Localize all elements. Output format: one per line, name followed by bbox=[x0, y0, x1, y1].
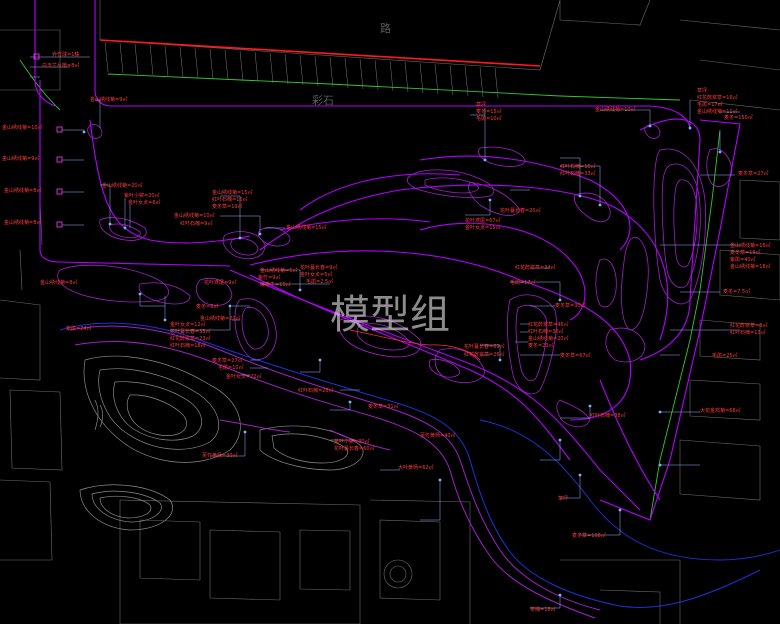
label-l12: 金山绣线菊=15㎡ bbox=[212, 189, 253, 196]
label-l36: 紫鹃=40㎡ bbox=[730, 256, 756, 263]
road-hatch bbox=[104, 41, 499, 99]
label-l77: 红叶石楠=38㎡ bbox=[590, 412, 626, 419]
label-l17: 金山绣线菊=15㎡ bbox=[286, 224, 327, 231]
label-l79: 麦冬草=108㎡ bbox=[572, 532, 606, 539]
label-l71: 红花酢浆草=26㎡ bbox=[464, 351, 505, 358]
label-l4: 金山绣线菊=10㎡ bbox=[2, 124, 43, 131]
label-l35: 麦冬草=19㎡ bbox=[730, 249, 761, 256]
label-l53: 红花酢浆草=23㎡ bbox=[170, 335, 211, 342]
label-l29: 金叶女贞=15㎡ bbox=[465, 224, 501, 231]
label-l72: 麦冬草=31㎡ bbox=[368, 403, 399, 410]
leader-points bbox=[82, 124, 722, 597]
label-l48: 麦冬=6㎡ bbox=[196, 303, 218, 310]
label-l16: 红叶石楠=9㎡ bbox=[180, 220, 212, 227]
label-l74: 花叶蔓长春=60㎡ bbox=[334, 445, 375, 452]
left-edge-markers bbox=[33, 53, 63, 228]
park-boundary bbox=[34, 0, 741, 521]
label-l73: 紫叶小檗=30㎡ bbox=[334, 438, 370, 445]
label-l63: 红花酢浆草=46㎡ bbox=[528, 321, 569, 328]
label-l7: 金山绣线菊=8㎡ bbox=[4, 219, 41, 226]
terrain-contours bbox=[79, 355, 364, 531]
water-edge-outer bbox=[479, 419, 780, 561]
label-l42: 金山绣线菊=5㎡ bbox=[260, 267, 297, 274]
label-l39: 红花酢浆草=8㎡ bbox=[730, 322, 767, 329]
leader-lines bbox=[30, 56, 740, 609]
label-l28: 花叶鸢尾=67㎡ bbox=[465, 217, 501, 224]
label-l64: 红叶石楠=36㎡ bbox=[528, 328, 564, 335]
label-l19: 草坪 bbox=[476, 101, 486, 108]
label-l13: 红叶石楠=16㎡ bbox=[212, 196, 248, 203]
label-l50: 紫鹃=24㎡ bbox=[66, 325, 92, 332]
label-l70: 花叶蔓长春=69㎡ bbox=[464, 343, 505, 350]
label-l51: 金叶女贞=12㎡ bbox=[170, 321, 206, 328]
label-l41: 毛鹃=25㎡ bbox=[712, 352, 738, 359]
label-l75: 芙竹黄杨=30㎡ bbox=[202, 452, 238, 459]
label-l6: 金山绣线菊=8㎡ bbox=[4, 187, 41, 194]
label-l58: 红叶石楠=28㎡ bbox=[298, 387, 334, 394]
planting-labels: 乔竹球=1株 白玉兰片植=8㎡ 金山绣线菊=9㎡ 金山绣线菊=10㎡ 金山绣线菊… bbox=[2, 51, 771, 613]
label-l44: 矮牵牛=15㎡ bbox=[260, 281, 291, 288]
label-l45: 花叶蔓长春=9㎡ bbox=[300, 264, 337, 271]
label-l24: 红花酢浆草=16㎡ bbox=[697, 94, 738, 101]
label-l21: 毛鹃=10㎡ bbox=[476, 115, 502, 122]
road-curb-red bbox=[99, 39, 541, 67]
label-l25: 毛鹃=17㎡ bbox=[697, 101, 723, 108]
label-l1: 乔竹球=1株 bbox=[52, 51, 79, 58]
street-label: 路 bbox=[380, 22, 391, 35]
watermark: 模型组 bbox=[330, 292, 450, 338]
label-l46: 金叶女贞=5㎡ bbox=[300, 271, 332, 278]
label-l26: 金山绣线菊=11㎡ bbox=[697, 108, 738, 115]
label-l33: 麦冬草=27㎡ bbox=[738, 170, 769, 177]
label-l76: 大叶黄杨=62㎡ bbox=[398, 464, 434, 471]
riverbank-planting bbox=[69, 325, 601, 619]
label-l47: 毛鹃=2.5㎡ bbox=[306, 278, 333, 285]
label-l49: 金山绣线菊=22㎡ bbox=[200, 315, 241, 322]
label-l54: 红叶石楠=18㎡ bbox=[170, 342, 206, 349]
label-l5: 金山绣线菊=9㎡ bbox=[2, 155, 39, 162]
label-l20: 麦冬=15㎡ bbox=[476, 108, 502, 115]
label-l60: 红花酢浆草=34㎡ bbox=[515, 264, 556, 271]
label-l15: 金山绣线菊=10㎡ bbox=[174, 212, 215, 219]
label-l11: 金叶女贞=8㎡ bbox=[128, 199, 160, 206]
label-l78: 茶梅=18㎡ bbox=[530, 606, 556, 613]
label-l56: 毛鹃=10㎡ bbox=[218, 364, 244, 371]
label-l22: 金山绣线菊=10㎡ bbox=[595, 106, 636, 113]
label-l34: 金山绣线菊=16㎡ bbox=[730, 242, 771, 249]
label-l38: 麦冬=7.5㎡ bbox=[723, 288, 750, 295]
label-l23: 草坪 bbox=[697, 87, 707, 94]
label-l27: 麦冬=150㎡ bbox=[724, 114, 753, 121]
label-l9: 金山绣线菊=20㎡ bbox=[102, 182, 143, 189]
label-l59: 大花金鸡菊=68㎡ bbox=[700, 407, 741, 414]
label-l43: 紫竹=9㎡ bbox=[258, 274, 280, 281]
water-edge bbox=[59, 322, 761, 608]
label-l14: 麦冬草=19㎡ bbox=[212, 203, 243, 210]
label-l32: 红叶石楠=33㎡ bbox=[560, 170, 596, 177]
label-l30: 花叶蔓长春=20㎡ bbox=[500, 207, 541, 214]
inner-path-red bbox=[349, 329, 481, 361]
label-l2: 白玉兰片植=8㎡ bbox=[42, 62, 79, 69]
label-l40: 红叶石楠=13㎡ bbox=[730, 329, 766, 336]
label-l10: 紫叶小檗=20㎡ bbox=[124, 192, 160, 199]
label-l69: 麦冬草=67㎡ bbox=[560, 352, 591, 359]
label-l37: 金山绣线菊=18㎡ bbox=[730, 263, 771, 270]
label-l65: 金山绣线菊=20㎡ bbox=[528, 335, 569, 342]
label-l18: 花叶鸢尾=9㎡ bbox=[204, 279, 236, 286]
label-l66: 麦冬=23㎡ bbox=[528, 342, 554, 349]
label-l31: 红叶石楠=10㎡ bbox=[560, 163, 596, 170]
stone-label: 彩石 bbox=[312, 94, 334, 107]
label-l67: 草坪 bbox=[558, 495, 568, 502]
planting-beds bbox=[57, 124, 733, 428]
label-l62: 麦冬草=30㎡ bbox=[555, 302, 586, 309]
label-l8: 金山绣线菊=8㎡ bbox=[40, 279, 77, 286]
label-l57: 金叶女贞=22㎡ bbox=[226, 373, 262, 380]
green-boundary-line bbox=[19, 59, 721, 521]
label-l52: 花叶蔓长春=35㎡ bbox=[170, 328, 211, 335]
label-l3: 金山绣线菊=9㎡ bbox=[90, 96, 127, 103]
label-l55: 麦冬草=27㎡ bbox=[212, 357, 243, 364]
label-l61: 毛鹃=17㎡ bbox=[510, 279, 536, 286]
label-l68: 芙竹黄杨=40㎡ bbox=[420, 432, 456, 439]
